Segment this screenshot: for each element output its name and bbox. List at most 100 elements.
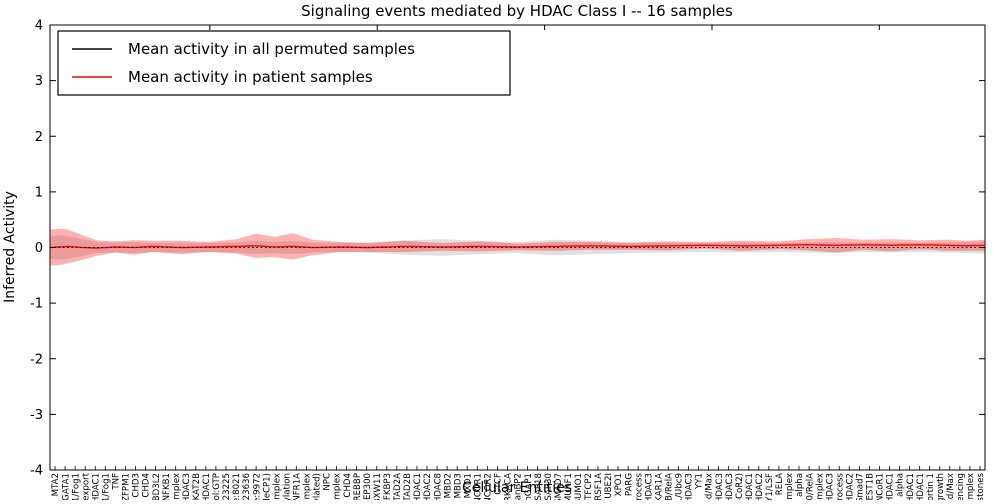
- x-tick-label: ubiquitin-dependent protein catabolic pr…: [835, 472, 845, 500]
- x-tick-label: YY1/SAP30/HDAC1: [916, 473, 926, 500]
- x-tick-label: CREBBP: [353, 473, 363, 500]
- x-tick-label: HDAC3/SMRT (N-CoR2): [735, 473, 745, 500]
- x-tick-label: CHD4: [142, 473, 152, 498]
- x-tick-label: SIN3/HDAC complex/Mad/Max: [946, 473, 956, 500]
- x-tick-label: CHD4: [343, 473, 353, 498]
- legend: Mean activity in all permuted samples Me…: [57, 30, 511, 96]
- mean-activity-lines: [49, 243, 986, 249]
- x-tick-label: GATAD2A: [393, 473, 403, 500]
- x-tick-label: HDAC1/Smad7: [856, 473, 866, 500]
- x-tick-label: CHD3: [132, 473, 142, 498]
- x-tick-label: HDAC3: [644, 473, 654, 500]
- x-tick-label: PRKAR1A: [655, 473, 665, 500]
- x-tick-label: TFCP2: [584, 473, 594, 500]
- x-tick-label: MBD3L2: [152, 473, 162, 500]
- svg-text:3: 3: [35, 74, 43, 89]
- legend-label-patient: Mean activity in patient samples: [128, 68, 373, 86]
- x-tick-label: SIN3/HDAC3: [825, 473, 835, 500]
- x-tick-label: GATA2/HDAC3: [725, 473, 735, 500]
- x-tick-label: mol:GTP: [212, 473, 222, 500]
- x-tick-label: nuclear export: [81, 472, 91, 500]
- x-tick-label: MTA2: [51, 473, 61, 496]
- svg-text:-3: -3: [30, 408, 43, 423]
- x-tick-label: NCOR1: [474, 473, 484, 500]
- x-tick-label: histone deacetylation: [283, 473, 293, 500]
- x-tick-label: FKBP25/HDAC1/HDAC2: [846, 473, 856, 500]
- x-tick-label: Histones: [976, 472, 986, 500]
- y-axis-label: Inferred Activity: [2, 191, 18, 303]
- x-tick-label: NuRD/MBD3/MBD3L2 Complex: [172, 473, 182, 500]
- x-tick-label: FKBP3: [383, 473, 393, 500]
- x-tick-label: TNF-alpha/TNFR1A: [293, 473, 303, 500]
- svg-text:-1: -1: [30, 297, 43, 312]
- x-tick-label: Entrez Gene:23225: [222, 473, 232, 500]
- x-tick-label: I kappa B alpha/HDAC2: [755, 473, 765, 500]
- x-tick-label: Mad/Max: [705, 473, 715, 500]
- x-tick-label: XPO1: [614, 473, 624, 496]
- x-tick-label: SMURF1: [564, 473, 574, 500]
- x-tick-label: NF kappa B/RelA: [665, 473, 675, 500]
- x-tick-label: EP300: [363, 473, 373, 500]
- x-axis-label: Cellular Entities: [462, 480, 572, 496]
- x-tick-label: YY1/STAT3 (dimer non-phopshorylated)/HDA…: [685, 473, 695, 500]
- x-tick-label: HDAC8: [433, 473, 443, 500]
- x-tick-label: SIN3 Complex: [966, 473, 976, 500]
- x-tick-label: Entrez Gene:8021: [232, 473, 242, 500]
- x-tick-label: SAP30: [544, 473, 554, 500]
- x-tick-label: YY1/LSF: [765, 473, 775, 500]
- x-tick-label: GATA1: [61, 473, 71, 500]
- x-tick-label: HDAC1: [413, 473, 423, 500]
- x-tick-label: I kappa B alpha/HDAC1: [745, 473, 755, 500]
- legend-box: [57, 30, 511, 96]
- x-tick-label: STAT3 (dimer non-phopshorylated): [313, 473, 323, 500]
- svg-text:-2: -2: [30, 352, 43, 367]
- x-tick-label: NuRD/MBD3 Complex/GATA1/Fog1: [102, 473, 112, 500]
- svg-text:-4: -4: [30, 464, 43, 479]
- x-tick-label: I kappa B alpha/HDAC3: [715, 473, 725, 500]
- x-tick-label: proteasomal ubiquitin-dependent protein …: [634, 472, 644, 500]
- x-tick-label: MXD1: [463, 473, 473, 498]
- x-tick-label: HDAC2: [423, 473, 433, 500]
- x-tick-label: NPC: [323, 473, 333, 491]
- x-tick-label: HDAC8/hEST1B: [866, 473, 876, 500]
- svg-text:0: 0: [35, 241, 43, 256]
- x-tick-label: NF kappa B1 p50/RelA/I kappa B alpha: [896, 473, 906, 500]
- x-tick-label: NF kappa B/RelA/I kappa B alpha: [795, 473, 805, 500]
- x-tick-label: SAP18: [534, 473, 544, 500]
- x-tick-label: NPC/RanGAP1/SUMO1/Ubc9: [675, 473, 685, 500]
- x-tick-label: GATAD2B: [403, 473, 413, 500]
- x-tick-label: SIN3/HDAC complex: [815, 473, 825, 500]
- x-tick-label: positive regulation of chromatin silenci…: [956, 473, 966, 500]
- x-tick-label: TNF: [112, 473, 122, 491]
- x-tick-label: CTCF: [494, 473, 504, 495]
- x-tick-label: PARG: [624, 473, 634, 496]
- x-tick-label: RanGAP1: [524, 473, 534, 500]
- x-tick-label: NFKB1: [162, 473, 172, 500]
- svg-text:1: 1: [35, 185, 43, 200]
- axis-ticks: [50, 24, 985, 471]
- x-tick-label: YY1/LSF/HDAC1: [906, 473, 916, 500]
- x-tick-label: FBXW11: [373, 473, 383, 500]
- x-tick-label: SUMO1: [574, 473, 584, 500]
- x-tick-label: KAT2B: [192, 473, 202, 500]
- x-tick-label: YY1: [695, 473, 705, 490]
- x-tick-label: Ran/GTP/Exportin 1/HDAC1: [202, 473, 212, 500]
- x-tick-label: SIN3/HDAC complex/NCoR1: [876, 473, 886, 500]
- x-tick-label: ZFPM1: [122, 473, 132, 500]
- x-tick-label: UBE2I: [604, 473, 614, 499]
- x-tick-label: NuRD Complex: [303, 473, 313, 500]
- x-tick-label: TNFRSF1A: [594, 473, 604, 500]
- x-tick-label: Entrez Gene:9972: [252, 473, 262, 500]
- x-tick-label: HDAC complex: [785, 473, 795, 500]
- x-tick-label: PRKACA: [504, 473, 514, 500]
- x-tick-label: GATA1/Fog1: [71, 473, 81, 500]
- x-tick-label: NuRD/MBD2/PRMT5 Complex (MeCP1): [262, 473, 272, 500]
- x-tick-label: negative regulation of cell growth: [936, 473, 946, 500]
- svg-text:4: 4: [35, 19, 43, 34]
- x-tick-label: Ran/GTP/Exportin 1: [926, 473, 936, 500]
- x-tick-label: NF kappa B1 p50/RelA: [805, 473, 815, 500]
- x-tick-label: GATA1/HDAC3: [182, 473, 192, 500]
